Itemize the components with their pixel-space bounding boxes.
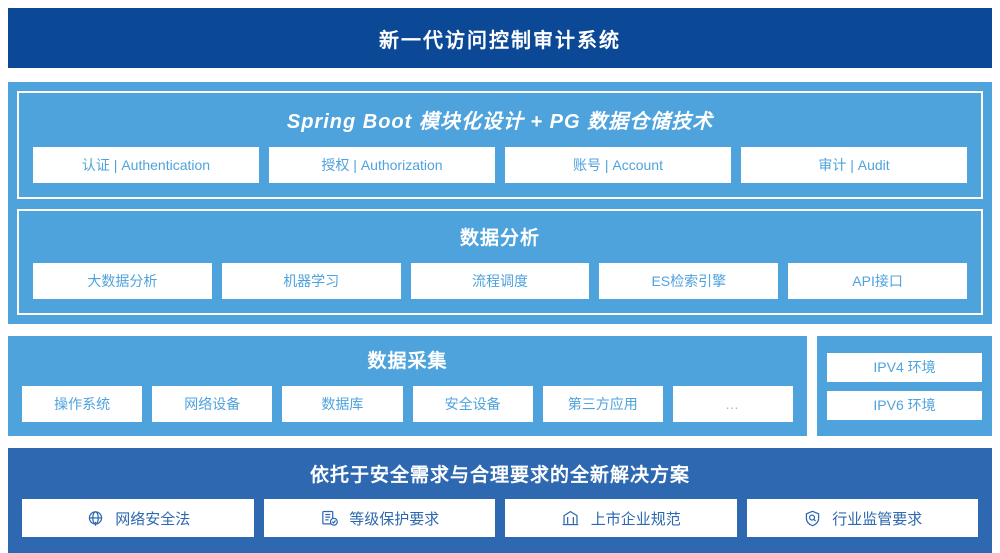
data-analysis-title: 数据分析: [459, 228, 540, 249]
header-bar: 新一代访问控制审计系统: [8, 8, 992, 68]
chip-label: IPV6 环境: [873, 397, 936, 413]
chip-label: 机器学习: [283, 273, 340, 289]
chip-label: 操作系统: [54, 396, 111, 412]
analysis-item-machine-learning[interactable]: 机器学习: [221, 263, 401, 299]
environment-item-ipv4[interactable]: IPV4 环境: [827, 352, 982, 382]
solution-item-industry-regulation[interactable]: 行业监管要求: [746, 499, 978, 537]
chip-label: IPV4 环境: [873, 359, 936, 375]
solution-item-row: 网络安全法 等级保护要求: [22, 499, 978, 537]
collect-item-database[interactable]: 数据库: [282, 386, 403, 422]
analysis-item-es-search-engine[interactable]: ES检索引擎: [599, 263, 779, 299]
chip-label: 网络设备: [184, 396, 241, 412]
spring-item-audit[interactable]: 审计 | Audit: [741, 147, 967, 183]
environment-item-ipv6[interactable]: IPV6 环境: [827, 390, 982, 420]
analysis-item-process-scheduling[interactable]: 流程调度: [410, 263, 590, 299]
chip-label: 数据库: [321, 396, 364, 412]
chip-label: 认证 | Authentication: [81, 157, 211, 173]
bank-icon: [561, 508, 581, 528]
spring-boot-section: Spring Boot 模块化设计 + PG 数据仓储技术 认证 | Authe…: [17, 91, 983, 199]
collect-row: 数据采集 操作系统 网络设备 数据库 安全设备 第三方应用 …: [8, 336, 992, 436]
analysis-item-bigdata[interactable]: 大数据分析: [33, 263, 212, 299]
chip-label: 行业监管要求: [832, 510, 923, 528]
analysis-item-api[interactable]: API接口: [788, 263, 967, 299]
data-collection-item-row: 操作系统 网络设备 数据库 安全设备 第三方应用 …: [22, 386, 794, 422]
page-title: 新一代访问控制审计系统: [379, 29, 621, 52]
data-analysis-item-row: 大数据分析 机器学习 流程调度 ES检索引擎 API接口: [33, 263, 967, 299]
chip-label: 上市企业规范: [590, 510, 681, 528]
chip-label: ES检索引擎: [651, 273, 727, 289]
solution-title: 依托于安全需求与合理要求的全新解决方案: [309, 465, 690, 486]
spring-item-account[interactable]: 账号 | Account: [505, 147, 731, 183]
solution-item-cybersecurity-law[interactable]: 网络安全法: [22, 499, 254, 537]
chip-label: API接口: [852, 273, 903, 289]
chip-label: 安全设备: [444, 396, 501, 412]
collect-item-more[interactable]: …: [672, 386, 794, 422]
globe-icon: [85, 508, 105, 528]
collect-item-third-party-app[interactable]: 第三方应用: [542, 386, 663, 422]
spring-boot-item-row: 认证 | Authentication 授权 | Authorization 账…: [33, 147, 967, 183]
document-check-icon: [319, 508, 339, 528]
spring-item-authentication[interactable]: 认证 | Authentication: [33, 147, 259, 183]
environment-section: IPV4 环境 IPV6 环境: [817, 336, 992, 436]
solution-item-classified-protection[interactable]: 等级保护要求: [263, 499, 495, 537]
architecture-diagram: 新一代访问控制审计系统 Spring Boot 模块化设计 + PG 数据仓储技…: [8, 8, 992, 553]
shield-search-icon: [802, 508, 822, 528]
chip-label: …: [724, 396, 741, 412]
chip-label: 授权 | Authorization: [321, 157, 443, 173]
chip-label: 账号 | Account: [572, 157, 663, 173]
data-analysis-section: 数据分析 大数据分析 机器学习 流程调度 ES检索引擎 API接口: [17, 209, 983, 315]
chip-label: 流程调度: [471, 273, 528, 289]
platform-panel: Spring Boot 模块化设计 + PG 数据仓储技术 认证 | Authe…: [8, 82, 992, 324]
chip-label: 网络安全法: [115, 510, 191, 528]
solution-section: 依托于安全需求与合理要求的全新解决方案 网络安全法: [8, 448, 992, 553]
solution-item-listed-company-standard[interactable]: 上市企业规范: [505, 499, 737, 537]
data-collection-title: 数据采集: [367, 351, 448, 372]
spring-item-authorization[interactable]: 授权 | Authorization: [269, 147, 495, 183]
chip-label: 第三方应用: [567, 396, 638, 412]
chip-label: 大数据分析: [87, 273, 158, 289]
collect-item-operating-system[interactable]: 操作系统: [22, 386, 143, 422]
chip-label: 审计 | Audit: [818, 157, 890, 173]
collect-item-network-device[interactable]: 网络设备: [152, 386, 273, 422]
spring-boot-title: Spring Boot 模块化设计 + PG 数据仓储技术: [286, 111, 714, 133]
chip-label: 等级保护要求: [349, 510, 440, 528]
collect-item-security-device[interactable]: 安全设备: [412, 386, 533, 422]
data-collection-section: 数据采集 操作系统 网络设备 数据库 安全设备 第三方应用 …: [8, 336, 807, 436]
